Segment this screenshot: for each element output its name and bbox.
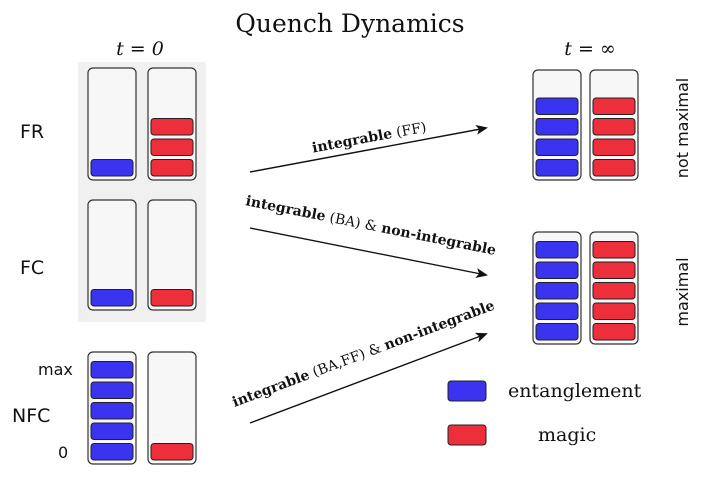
final-maximal-entanglement-block (535, 302, 579, 320)
legend-label-entanglement: entanglement (508, 380, 642, 402)
final-maximal-magic-block (592, 241, 636, 259)
state-columns (87, 67, 639, 465)
time-label-initial: t = 0 (116, 38, 164, 60)
arrow-label-ff: integrable (FF) (311, 120, 428, 157)
final-not-maximal-entanglement-block (535, 97, 579, 115)
final-maximal-entanglement-block (535, 261, 579, 279)
initial-nfc-entanglement-block (90, 443, 134, 461)
arrow-integrable-baff-nonintegrable (249, 332, 488, 424)
arrow-label-ba-bold2: non-integrable (380, 220, 498, 259)
initial-nfc-entanglement-block (90, 422, 134, 440)
final-not-maximal-entanglement-block (535, 159, 579, 177)
final-maximal-magic-block (592, 323, 636, 341)
initial-fc-magic-box (147, 199, 197, 311)
final-not-maximal-entanglement-block (535, 138, 579, 156)
state-label-nfc: NFC (12, 405, 50, 427)
initial-nfc-magic-block (150, 443, 194, 461)
arrow-integrable-ff (249, 124, 488, 173)
initial-fr-magic-block (150, 118, 194, 136)
final-not-maximal-entanglement-block (535, 118, 579, 136)
final-maximal-magic-block (592, 261, 636, 279)
initial-fc-entanglement-block (90, 289, 134, 307)
initial-nfc-magic-box (147, 351, 197, 465)
state-label-fc: FC (20, 257, 44, 279)
initial-fr-entanglement-box (87, 67, 137, 181)
initial-nfc-entanglement-block (90, 381, 134, 399)
final-maximal-magic-block (592, 282, 636, 300)
final-label-not-maximal: not maximal (673, 78, 692, 178)
arrow-label-baff-bold2: non-integrable (382, 298, 497, 354)
scale-label-zero: 0 (58, 443, 68, 462)
scale-label-max: max (38, 360, 73, 379)
arrow-label-ba-bold: integrable (244, 193, 327, 225)
final-not-maximal-magic-block (592, 118, 636, 136)
final-maximal-entanglement-block (535, 282, 579, 300)
initial-nfc-entanglement-block (90, 361, 134, 379)
final-not-maximal-magic-block (592, 138, 636, 156)
arrow-integrable-ba-nonintegrable (249, 227, 488, 278)
state-label-fr: FR (20, 121, 44, 143)
final-maximal-magic-block (592, 302, 636, 320)
initial-fr-magic-block (150, 138, 194, 156)
diagram-title: Quench Dynamics (235, 9, 464, 38)
arrow-label-ff-bold: integrable (311, 126, 394, 157)
initial-fc-entanglement-box (87, 199, 137, 311)
final-not-maximal-magic-block (592, 159, 636, 177)
legend-swatch-entanglement (447, 380, 487, 402)
initial-fr-magic-block (150, 159, 194, 177)
legend-swatch-magic (447, 424, 487, 446)
time-label-final: t = ∞ (564, 38, 615, 60)
arrow-label-ff-normal: (FF) (391, 120, 428, 142)
final-maximal-entanglement-block (535, 241, 579, 259)
initial-fr-entanglement-block (90, 159, 134, 177)
legend-label-magic: magic (538, 424, 596, 446)
initial-nfc-entanglement-block (90, 402, 134, 420)
final-label-maximal: maximal (673, 257, 692, 326)
arrow-label-ba: integrable (BA) & non-integrable (244, 193, 497, 259)
legend: entanglement magic (447, 380, 642, 446)
initial-fc-magic-block (150, 289, 194, 307)
final-not-maximal-magic-block (592, 97, 636, 115)
final-maximal-entanglement-block (535, 323, 579, 341)
arrow-label-ba-normal: (BA) & (324, 209, 383, 236)
